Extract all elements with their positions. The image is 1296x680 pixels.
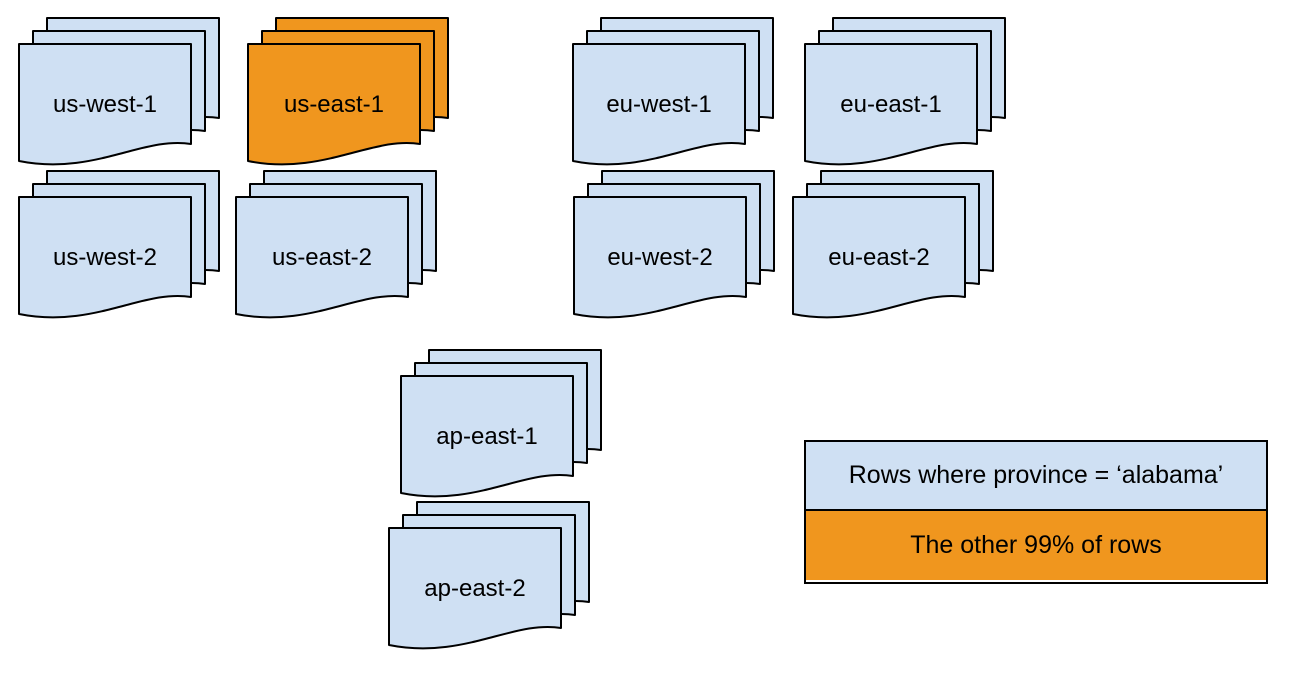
region-stack-eu-west-1: eu-west-1 bbox=[572, 17, 776, 173]
region-stack-eu-east-1: eu-east-1 bbox=[804, 17, 1008, 173]
region-stack-eu-west-2: eu-west-2 bbox=[573, 170, 777, 326]
region-label: eu-west-2 bbox=[607, 244, 713, 271]
region-label: us-west-1 bbox=[52, 91, 158, 118]
region-label: ap-east-1 bbox=[436, 423, 538, 450]
document-stack-icon bbox=[18, 170, 220, 319]
document-stack-icon bbox=[804, 17, 1006, 166]
region-label: eu-west-1 bbox=[606, 91, 712, 118]
region-stack-eu-east-2: eu-east-2 bbox=[792, 170, 996, 326]
region-label: eu-east-2 bbox=[828, 244, 930, 271]
document-stack-icon bbox=[572, 17, 774, 166]
document-stack-icon bbox=[247, 17, 449, 166]
document-stack-icon bbox=[573, 170, 775, 319]
legend-label: Rows where province = ‘alabama’ bbox=[848, 461, 1224, 489]
legend-row-other: The other 99% of rows bbox=[806, 511, 1266, 580]
document-stack-icon bbox=[18, 17, 220, 166]
legend: Rows where province = ‘alabama’ The othe… bbox=[804, 440, 1268, 584]
document-stack-icon bbox=[792, 170, 994, 319]
document-stack-icon bbox=[235, 170, 437, 319]
region-stack-ap-east-1: ap-east-1 bbox=[400, 349, 604, 505]
region-label: us-west-2 bbox=[52, 244, 158, 271]
region-stack-us-west-2: us-west-2 bbox=[18, 170, 222, 326]
legend-label: The other 99% of rows bbox=[910, 531, 1162, 559]
region-stack-us-east-1: us-east-1 bbox=[247, 17, 451, 173]
document-stack-icon bbox=[400, 349, 602, 498]
region-label: us-east-2 bbox=[271, 244, 373, 271]
document-stack-icon bbox=[388, 501, 590, 650]
region-stack-us-west-1: us-west-1 bbox=[18, 17, 222, 173]
region-stack-us-east-2: us-east-2 bbox=[235, 170, 439, 326]
legend-row-alabama: Rows where province = ‘alabama’ bbox=[806, 442, 1266, 511]
region-label: us-east-1 bbox=[283, 91, 385, 118]
region-label: eu-east-1 bbox=[840, 91, 942, 118]
region-stack-ap-east-2: ap-east-2 bbox=[388, 501, 592, 657]
region-label: ap-east-2 bbox=[424, 575, 526, 602]
